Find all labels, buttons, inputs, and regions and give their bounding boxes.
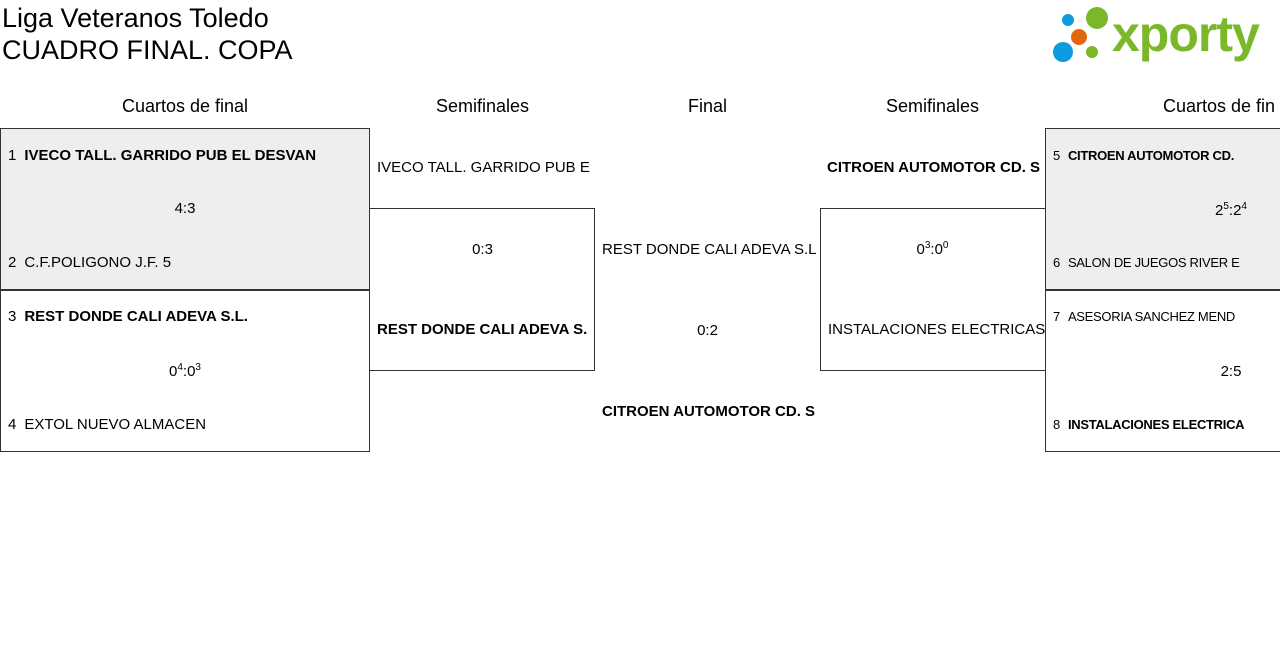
- sf-right-team1: CITROEN AUTOMOTOR CD. S: [827, 159, 1041, 176]
- sf-left-score: 0:3: [472, 241, 493, 258]
- sf-right-score: 03:00: [916, 240, 949, 259]
- sf-right-team2: INSTALACIONES ELECTRICAS: [828, 321, 1045, 338]
- round-header-sf-right: Semifinales: [885, 96, 980, 116]
- round-header-sf-left: Semifinales: [435, 96, 530, 116]
- round-header-final: Final: [687, 96, 727, 116]
- match-score: 25:24: [1215, 201, 1247, 220]
- team-name: C.F.POLIGONO J.F. 5: [24, 254, 172, 271]
- match-qf2[interactable]: 3 REST DONDE CALI ADEVA S.L. 04:03 4 EXTOL…: [0, 289, 370, 452]
- seed: 5: [1053, 148, 1060, 163]
- final-team2: CITROEN AUTOMOTOR CD. S: [602, 403, 816, 420]
- match-sf-left[interactable]: [369, 208, 595, 371]
- sf-left-team2: REST DONDE CALI ADEVA S.: [377, 321, 588, 338]
- team-name: ASESORIA SANCHEZ MEND: [1067, 309, 1236, 324]
- seed: 6: [1053, 255, 1060, 270]
- team-name: CITROEN AUTOMOTOR CD.: [1067, 148, 1235, 163]
- seed: 3: [8, 308, 17, 325]
- logo-text: xporty: [1112, 6, 1260, 62]
- match-score: 4:3: [174, 200, 196, 217]
- seed: 8: [1053, 417, 1060, 432]
- round-header-qf-left: Cuartos de final: [121, 96, 249, 116]
- round-header-qf-right: Cuartos de fin: [1163, 96, 1276, 116]
- match-qf1[interactable]: 1 IVECO TALL. GARRIDO PUB EL DESVAN 4:3 2…: [0, 128, 370, 291]
- match-sf-right[interactable]: [820, 208, 1046, 371]
- team-name: INSTALACIONES ELECTRICA: [1067, 417, 1245, 432]
- seed: 2: [8, 254, 17, 271]
- seed: 1: [8, 147, 17, 164]
- match-score: 2:5: [1220, 363, 1242, 380]
- xporty-logo: xporty: [1050, 4, 1278, 68]
- team-name: IVECO TALL. GARRIDO PUB EL DESVAN: [24, 147, 317, 164]
- seed: 7: [1053, 309, 1060, 324]
- team-name: EXTOL NUEVO ALMACEN: [24, 416, 207, 433]
- seed: 4: [8, 416, 17, 433]
- match-qf4[interactable]: 7 ASESORIA SANCHEZ MEND 2:5 8 INSTALACIONE…: [1045, 289, 1280, 452]
- final-team1: REST DONDE CALI ADEVA S.L: [602, 241, 817, 258]
- match-qf3[interactable]: 5 CITROEN AUTOMOTOR CD. 25:24 6 SALON DE J…: [1045, 128, 1280, 291]
- logo-dots-icon: [1053, 7, 1108, 62]
- final-score: 0:2: [697, 322, 718, 339]
- league-title: Liga Veteranos Toledo: [2, 3, 269, 33]
- sf-left-team1: IVECO TALL. GARRIDO PUB E: [377, 159, 590, 176]
- page-title: CUADRO FINAL. COPA: [2, 35, 293, 65]
- match-score: 04:03: [169, 362, 201, 381]
- team-name: SALON DE JUEGOS RIVER E: [1067, 255, 1240, 270]
- team-name: REST DONDE CALI ADEVA S.L.: [24, 308, 248, 325]
